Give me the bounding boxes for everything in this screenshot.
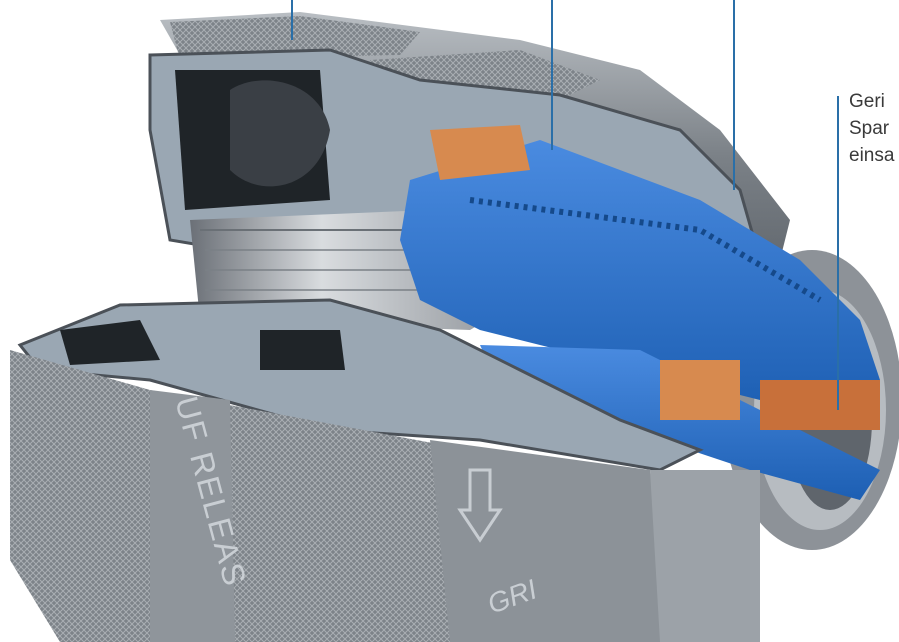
callout-line-1: Geri: [849, 91, 885, 112]
lower-sleeve: [10, 350, 760, 642]
blue-collet: [400, 140, 880, 500]
callout-label-right: Geri Spar einsa: [849, 88, 899, 169]
callout-line-2: Spar: [849, 118, 890, 139]
leader-lines: [291, 0, 839, 410]
callout-line-3: einsa: [849, 145, 895, 166]
lower-section-face: [17, 298, 704, 472]
arrow-up-icon: [457, 468, 503, 543]
